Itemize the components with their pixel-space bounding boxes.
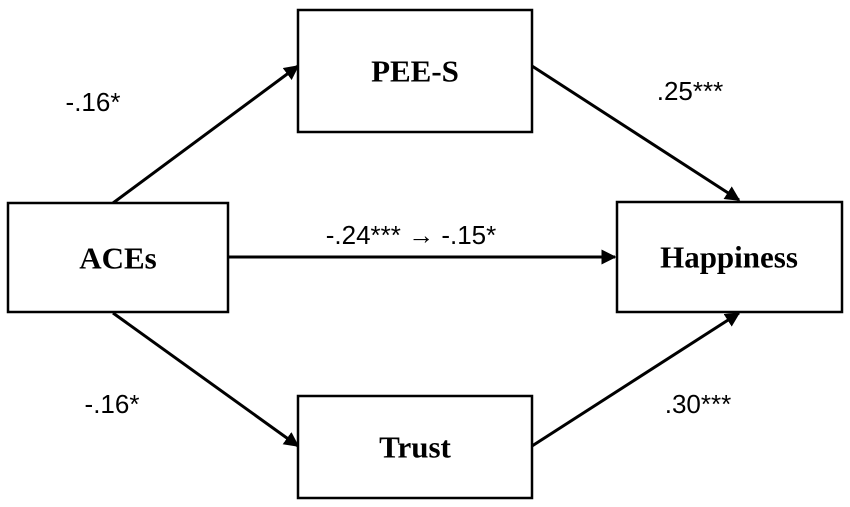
node-pees-box: [296, 8, 534, 134]
edge-aces-to-pees: [112, 64, 300, 205]
node-aces-label: ACEs: [79, 241, 157, 276]
edge-label-pees-happiness: .25***: [657, 76, 724, 106]
node-happiness-label: Happiness: [660, 240, 798, 275]
edge-aces-to-trust: [112, 311, 300, 448]
edge-label-aces-happiness: -.24*** → -.15*: [326, 220, 497, 250]
edge-label-trust-happiness: .30***: [665, 389, 732, 419]
edge-label-aces-trust: -.16*: [85, 389, 140, 419]
edge-trust-to-happiness: [531, 311, 741, 448]
node-trust: Trust: [296, 394, 534, 500]
node-aces: ACEs: [6, 201, 230, 314]
node-aces-box: [6, 201, 230, 314]
node-pees: PEE-S: [296, 8, 534, 134]
node-pees-label: PEE-S: [371, 54, 459, 89]
node-happiness-box: [615, 200, 844, 314]
node-happiness: Happiness: [615, 200, 844, 314]
edge-pees-to-happiness: [531, 64, 741, 202]
node-trust-box: [296, 394, 534, 500]
edge-label-aces-pees: -.16*: [66, 87, 121, 117]
node-trust-label: Trust: [379, 430, 451, 465]
